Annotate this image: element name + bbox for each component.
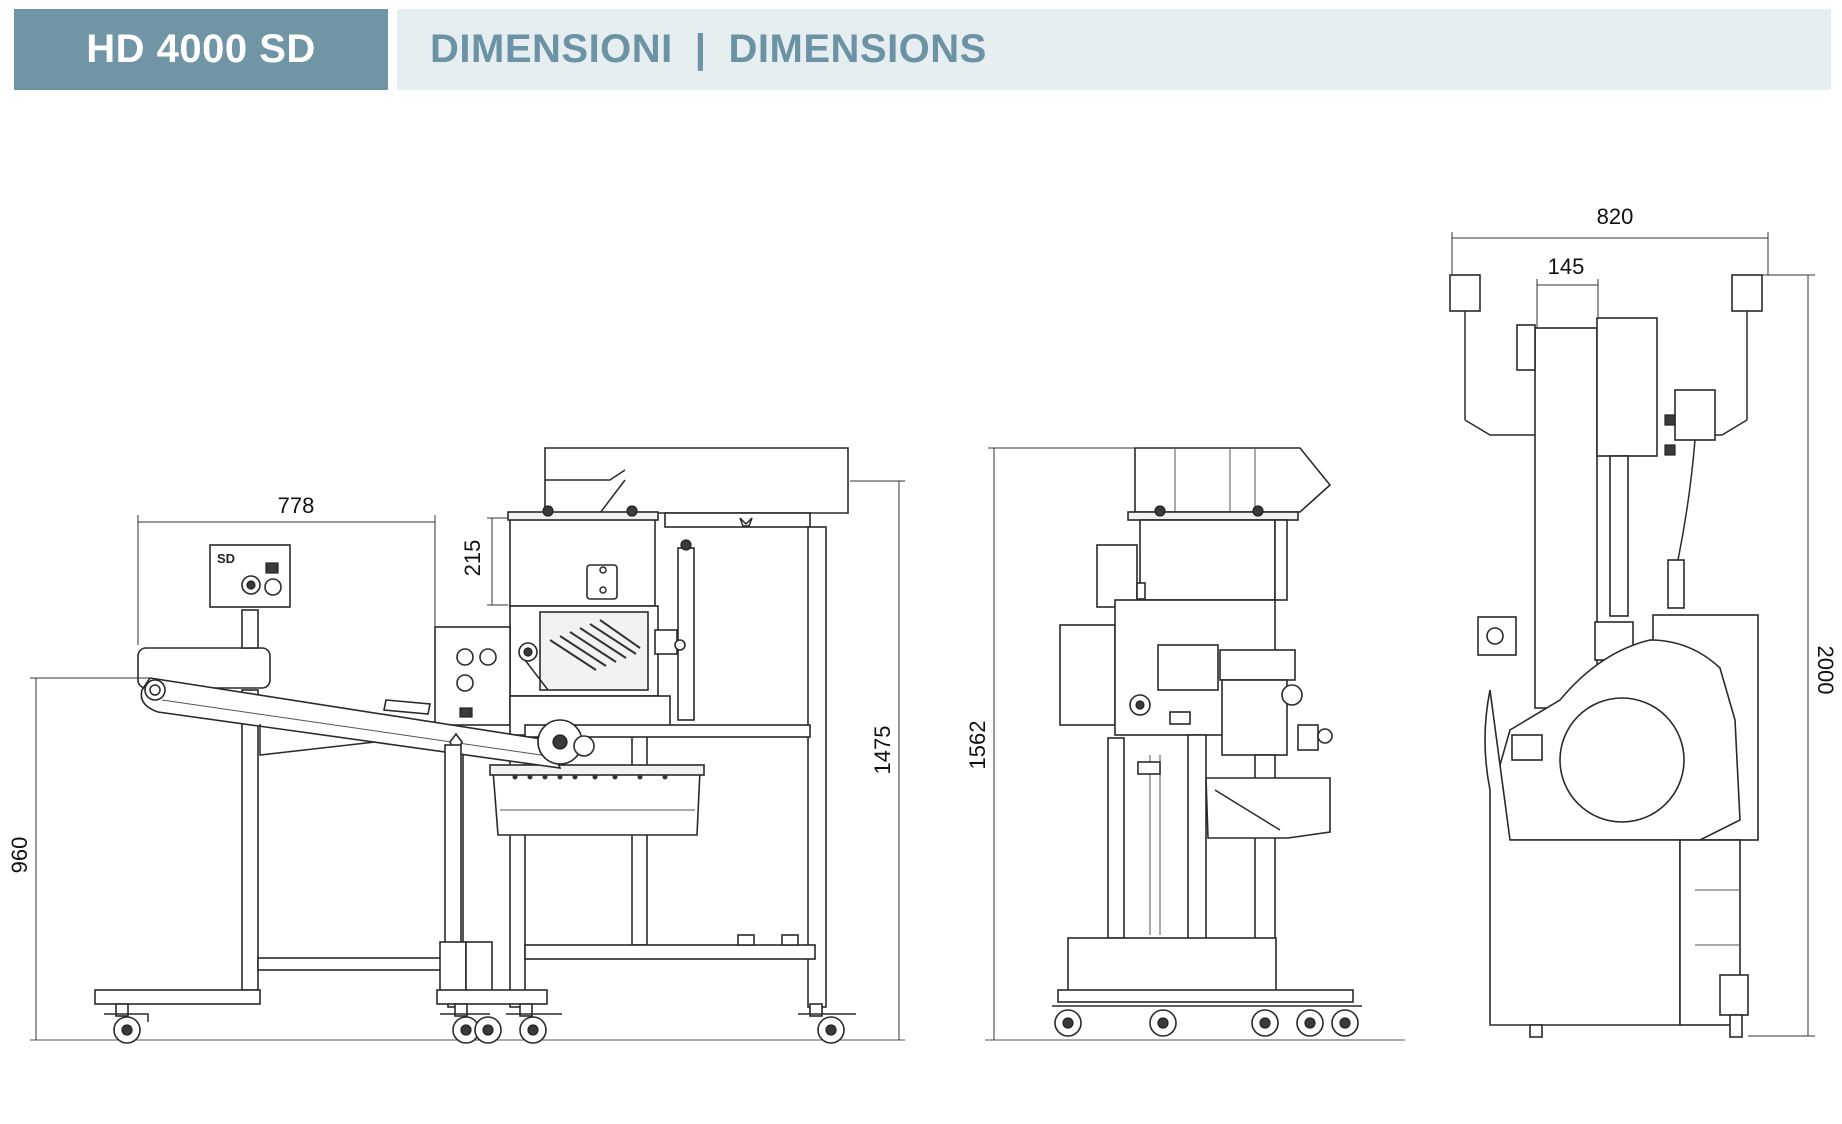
panel-label: SD [217,551,235,566]
front-casters [104,1003,856,1044]
title-italian: DIMENSIONI [430,27,673,71]
dim-height-side: 1562 [965,721,990,770]
dim-width-top-inner: 145 [1548,254,1585,279]
side-casters [1052,1005,1362,1037]
side-view: 1562 [965,447,1405,1041]
front-view: SD [7,447,905,1044]
dim-width-top-view: 820 [1597,204,1634,229]
title-english: DIMENSIONS [728,27,987,71]
model-header: HD 4000 SD [14,9,388,90]
section-header: DIMENSIONI | DIMENSIONS [397,9,1831,90]
dim-height-hopper: 215 [460,540,485,577]
dim-height-top-view: 2000 [1813,646,1838,695]
dim-width-conveyor: 778 [278,493,315,518]
top-view: 820 145 2000 [1449,204,1838,1038]
dim-height-conveyor: 960 [7,837,32,874]
title-separator: | [694,27,707,71]
dim-height-total-front: 1475 [870,726,895,775]
